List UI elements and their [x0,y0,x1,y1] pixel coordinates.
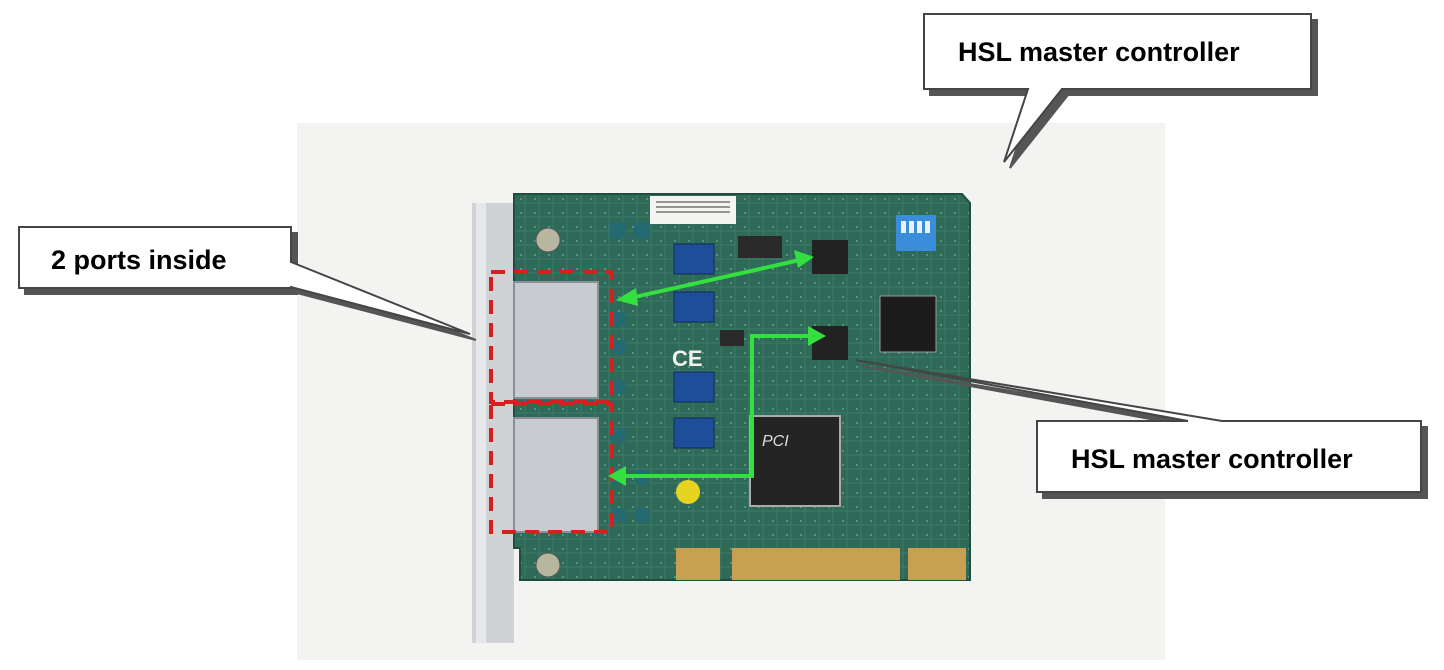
arrow-upper [616,250,814,306]
callout-top-right [923,13,1312,163]
serial-sticker [650,196,736,224]
mount-screw-bottom [535,552,561,578]
mount-screw-top [535,227,561,253]
hsl-master-chip-lower [812,326,848,360]
arrow-lower [608,326,826,486]
gold-fingers-middle [732,548,900,580]
ce-mark: CE [672,346,703,371]
callout-left [18,226,471,335]
hsl-master-chip-upper [812,240,848,274]
callout-bottom-right-label: HSL master controller [1071,444,1353,474]
callout-left-label: 2 ports inside [51,245,227,275]
pci-bridge-chip [749,415,841,507]
pci-chip-logo: PCI [762,433,789,450]
callout-top-right-label: HSL master controller [958,37,1240,67]
bracket-highlight [476,203,486,643]
port-highlight-box-lower [489,402,614,534]
yellow-sticker [676,480,700,504]
port-highlight-box-upper [489,270,614,404]
controller-chip [879,295,937,353]
rj45-port-upper [513,281,599,399]
callout-bottom-right [854,359,1422,493]
pci-card: PCI CE [472,193,971,643]
gold-fingers-right [908,548,966,580]
gold-fingers-left [676,548,720,580]
rj45-port-lower [513,417,599,533]
